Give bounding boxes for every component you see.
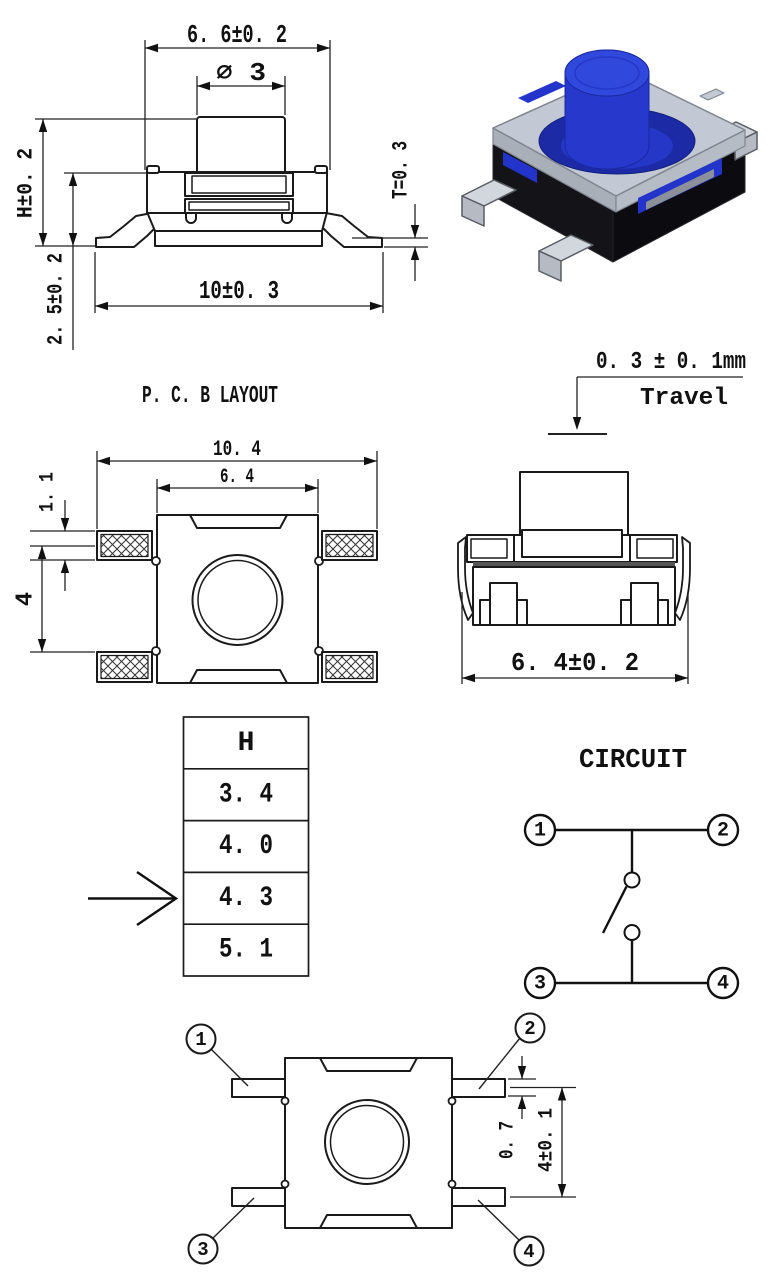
top-pin-1-label: 1 bbox=[195, 1029, 206, 1051]
contact-lower bbox=[623, 924, 641, 941]
cover-tab bbox=[699, 88, 725, 101]
table-row-1: 4. 0 bbox=[219, 831, 273, 862]
pcb-layout-view: P. C. B LAYOUT 10. 4 6. 4 1. 1 4 bbox=[13, 383, 378, 684]
table-row-3: 5. 1 bbox=[219, 935, 273, 966]
pin-leaders bbox=[210, 1037, 521, 1242]
top-pin-1 bbox=[185, 1023, 217, 1055]
top-view-dimensions bbox=[508, 1056, 576, 1198]
top-view-button bbox=[324, 1099, 410, 1185]
travel-label: Travel bbox=[640, 385, 728, 412]
circuit-title: CIRCUIT bbox=[579, 746, 687, 776]
side-dimensions bbox=[461, 592, 689, 684]
selected-row-arrow bbox=[88, 871, 179, 926]
dim-pad-outer-span-label: 10. 4 bbox=[213, 437, 261, 462]
top-pin-2-label: 2 bbox=[524, 1018, 535, 1040]
side-plunger bbox=[519, 471, 629, 538]
front-view: 6. 6±0. 2 ∅ 3 H±0. 2 2. 5±0. 2 T=0. 3 10… bbox=[14, 20, 428, 350]
dim-top-width-label: 6. 6±0. 2 bbox=[187, 20, 287, 50]
circuit-pin-2-label: 2 bbox=[717, 820, 729, 843]
left-lead bbox=[95, 212, 156, 248]
top-view: 1 2 3 4 0. 7 4±0. 1 bbox=[185, 1012, 576, 1267]
top-pin-3 bbox=[187, 1233, 219, 1265]
side-feet bbox=[479, 582, 669, 626]
side-clip-right bbox=[674, 536, 691, 621]
circuit-pin-3-label: 3 bbox=[534, 973, 546, 996]
dim-base-height-label: 2. 5±0. 2 bbox=[44, 253, 69, 345]
contact-upper bbox=[623, 871, 641, 889]
circuit-pin-1-label: 1 bbox=[534, 820, 546, 843]
pcb-dimensions bbox=[30, 451, 378, 653]
render-3d bbox=[461, 49, 758, 282]
dim-overall-width-label: 10±0. 3 bbox=[199, 276, 279, 306]
dim-body-width-label: 6. 4 bbox=[220, 466, 254, 489]
table-row-2: 4. 3 bbox=[219, 883, 273, 914]
top-pin-4-label: 4 bbox=[523, 1241, 534, 1263]
circuit-pin-3 bbox=[523, 966, 557, 1000]
top-pin-3-label: 3 bbox=[197, 1239, 208, 1261]
pcb-body-outline bbox=[156, 514, 319, 684]
pcb-layout-title: P. C. B LAYOUT bbox=[142, 383, 278, 410]
top-pin-4 bbox=[513, 1235, 545, 1267]
circuit-diagram: CIRCUIT 1 2 3 4 bbox=[523, 746, 740, 1000]
circuit-pin-1 bbox=[523, 813, 557, 847]
circuit-pin-4-label: 4 bbox=[717, 973, 729, 996]
blue-back-sliver bbox=[518, 81, 566, 103]
front-view-dimensions bbox=[35, 40, 428, 350]
blue-slot-left bbox=[503, 152, 537, 183]
table-row-0: 3. 4 bbox=[219, 780, 273, 811]
table-outline bbox=[182, 716, 310, 977]
travel-callout bbox=[548, 376, 743, 435]
dim-lead-width-label: 0. 7 bbox=[497, 1121, 520, 1159]
side-view: 0. 3 ± 0. 1mm Travel 6. 4±0. 2 bbox=[457, 349, 746, 684]
dim-total-height-label: H±0. 2 bbox=[14, 148, 39, 218]
dim-lead-pitch-label: 4±0. 1 bbox=[536, 1108, 559, 1172]
circuit-pin-4 bbox=[706, 966, 740, 1000]
top-pin-2 bbox=[514, 1012, 546, 1044]
right-lead bbox=[322, 212, 383, 248]
circuit-pin-2 bbox=[706, 813, 740, 847]
table-header-h: H bbox=[238, 728, 255, 759]
height-table: H 3. 4 4. 0 4. 3 5. 1 bbox=[88, 716, 310, 977]
dim-terminal-thickness-label: T=0. 3 bbox=[389, 141, 414, 199]
travel-value-label: 0. 3 ± 0. 1mm bbox=[596, 349, 746, 376]
side-dim-body-width-label: 6. 4±0. 2 bbox=[511, 648, 639, 678]
pcb-center-hole bbox=[191, 554, 284, 646]
solder-pads bbox=[96, 530, 378, 683]
top-view-body bbox=[284, 1057, 453, 1229]
dim-pad-height-label: 1. 1 bbox=[37, 472, 60, 512]
dim-pad-pitch-label: 4 bbox=[13, 592, 40, 606]
plunger bbox=[196, 116, 286, 175]
dim-button-diameter-label: ∅ 3 bbox=[216, 58, 266, 88]
base-body bbox=[146, 211, 328, 247]
gull-leads bbox=[461, 121, 758, 282]
